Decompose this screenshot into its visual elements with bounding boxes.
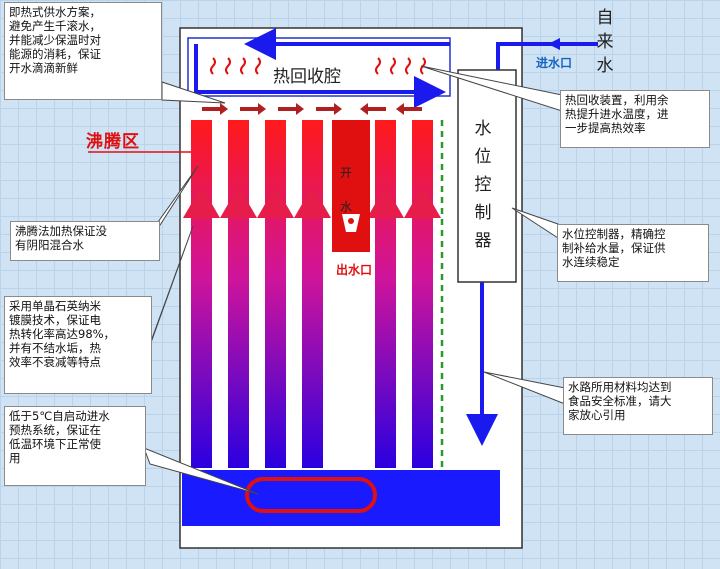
controller-label: 水 位 控 制 器 bbox=[468, 115, 498, 255]
callout-level-controller: 水位控制器，精确控 制补给水量，保证供 水连续稳定 bbox=[557, 224, 709, 282]
controller-char: 位 bbox=[474, 147, 492, 167]
callout-food-safe: 水路所用材料均达到 食品安全标准，请大 家放心引用 bbox=[563, 377, 713, 435]
city-water-char: 水 bbox=[596, 56, 614, 76]
controller-char: 控 bbox=[474, 175, 492, 195]
controller-char: 器 bbox=[474, 231, 492, 251]
heat-recovery-chamber bbox=[187, 37, 451, 97]
callout-preheat: 低于5℃自启动进水 预热系统，保证在 低温环境下正常使 用 bbox=[4, 406, 146, 486]
city-water-label: 自 来 水 bbox=[594, 6, 616, 78]
outlet-label: 出水口 bbox=[336, 263, 373, 277]
callout-quartz-coating: 采用单晶石英纳米 镀膜技术，保证电 热转化率高达98%， 并有不结水垢，热 效率… bbox=[4, 296, 152, 394]
boiled-water-char: 开 bbox=[339, 166, 352, 180]
city-water-char: 来 bbox=[596, 32, 614, 52]
boiling-zone-label: 沸腾区 bbox=[86, 132, 140, 152]
controller-char: 水 bbox=[474, 119, 492, 139]
boiled-water-char: 水 bbox=[339, 200, 352, 214]
inlet-label: 进水口 bbox=[536, 56, 573, 70]
steam-flow-arrows bbox=[202, 103, 422, 115]
controller-char: 制 bbox=[474, 203, 492, 223]
inlet-arrow-head bbox=[548, 38, 560, 50]
boiled-water-text: 开 水 bbox=[339, 156, 353, 224]
inlet-pipe bbox=[496, 42, 598, 70]
preheat-element bbox=[245, 477, 377, 513]
chamber-loop-pipe bbox=[194, 44, 446, 108]
outlet-cup-dot bbox=[348, 218, 354, 224]
callout-boiling-method: 沸腾法加热保证没 有阴阳混合水 bbox=[10, 221, 160, 261]
leader-lines bbox=[143, 65, 566, 495]
city-water-char: 自 bbox=[596, 8, 614, 28]
callout-instant-supply: 即热式供水方案， 避免产生千滚水， 并能减少保温时对 能源的消耗，保证 开水滴滴… bbox=[4, 2, 162, 100]
water-level-controller bbox=[457, 69, 517, 283]
rising-arrows bbox=[183, 186, 441, 218]
callout-heat-recovery: 热回收装置，利用余 热提升进水温度，进 一步提高热效率 bbox=[560, 90, 710, 148]
heat-recovery-chamber-label: 热回收腔 bbox=[273, 67, 341, 87]
heat-waves-left bbox=[210, 57, 261, 75]
